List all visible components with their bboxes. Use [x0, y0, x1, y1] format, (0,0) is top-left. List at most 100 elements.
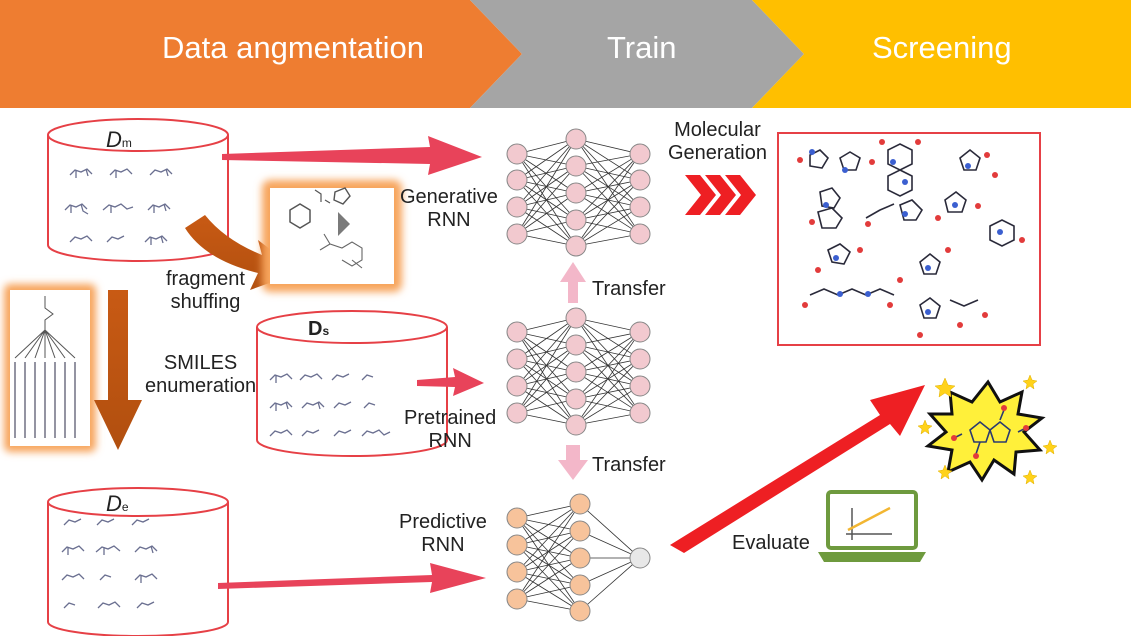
network-edge: [575, 219, 641, 235]
network-node: [629, 196, 651, 218]
fragment-image: [262, 180, 402, 292]
network-edge: [575, 233, 641, 247]
network-node: [629, 223, 651, 245]
network-edge: [575, 153, 641, 247]
generative-rnn-network: [506, 128, 651, 257]
transfer-label-bottom: Transfer: [592, 454, 666, 476]
network-edge: [516, 206, 577, 247]
transfer-arrow-up: [560, 262, 586, 303]
pretrained-rnn-label: Pretrained RNN: [404, 407, 496, 453]
network-node: [506, 169, 528, 191]
network-edge: [575, 331, 641, 426]
network-node: [506, 561, 528, 583]
network-node: [569, 520, 591, 542]
molecular-generation-line2: Generation: [668, 142, 767, 164]
banner-title-screening: Screening: [872, 30, 1012, 65]
fragment-shuffling-label: fragment shuffing: [166, 268, 245, 314]
neural-networks: [506, 128, 651, 622]
network-node: [565, 334, 587, 356]
network-edge: [516, 317, 577, 387]
network-edge: [575, 138, 641, 181]
cylinder-dm: [47, 118, 229, 262]
network-node: [629, 321, 651, 343]
pretrained-rnn-line2: RNN: [428, 430, 472, 452]
network-node: [569, 547, 591, 569]
network-node: [629, 143, 651, 165]
network-node: [629, 402, 651, 424]
network-node: [565, 209, 587, 231]
network-edge: [579, 557, 641, 586]
network-edge: [516, 192, 577, 235]
network-edge: [516, 530, 581, 600]
molecular-generation-label: Molecular Generation: [668, 119, 767, 165]
molecular-generation-chevrons: [685, 175, 756, 215]
network-node: [506, 375, 528, 397]
ds-symbol: D: [308, 318, 323, 340]
dataset-label-de: De: [106, 491, 129, 517]
evaluate-laptop-icon: [818, 490, 926, 562]
dm-symbol: D: [106, 127, 122, 152]
network-edge: [516, 584, 581, 600]
fragment-shuffling-line2: shuffing: [170, 291, 241, 313]
network-edge: [579, 557, 641, 612]
banner-title-train: Train: [607, 30, 677, 65]
network-node: [506, 402, 528, 424]
generated-molecules-box: [777, 132, 1041, 346]
smiles-enumeration-label: SMILES enumeration: [145, 352, 256, 398]
network-edge: [575, 398, 641, 414]
fragment-shuffling-line1: fragment: [166, 268, 245, 290]
network-edge: [516, 179, 577, 247]
smiles-enumeration-line1: SMILES: [163, 352, 238, 374]
pretrained-rnn-line1: Pretrained: [404, 407, 497, 429]
smiles-enumeration-image: [4, 284, 96, 452]
screening-hit-explosion: [917, 374, 1058, 485]
network-node: [506, 507, 528, 529]
network-edge: [575, 358, 641, 426]
network-node: [506, 321, 528, 343]
banner-screening-tip: [1085, 0, 1131, 108]
de-symbol: D: [106, 491, 122, 516]
network-node: [565, 128, 587, 150]
network-edge: [575, 412, 641, 426]
network-edge: [575, 331, 641, 373]
network-node: [565, 361, 587, 383]
network-node: [629, 547, 651, 569]
network-node: [506, 534, 528, 556]
smiles-enumeration-line2: enumeration: [145, 375, 257, 397]
network-edge: [516, 344, 577, 414]
network-edge: [575, 179, 641, 247]
network-edge: [575, 317, 641, 333]
network-node: [506, 196, 528, 218]
network-node: [569, 493, 591, 515]
generative-rnn-line1: Generative: [400, 186, 498, 208]
network-edge: [516, 571, 581, 612]
transfer-label-top: Transfer: [592, 278, 666, 300]
dm-subscript: m: [121, 136, 132, 150]
network-node: [565, 182, 587, 204]
predictive-rnn-line1: Predictive: [399, 511, 487, 533]
network-node: [629, 348, 651, 370]
network-node: [629, 169, 651, 191]
network-node: [569, 574, 591, 596]
network-node: [565, 155, 587, 177]
cylinder-de: [47, 487, 229, 636]
network-edge: [575, 385, 641, 426]
network-node: [506, 223, 528, 245]
network-edge: [516, 598, 581, 612]
banner-screening: [752, 0, 1131, 108]
network-edge: [575, 138, 641, 155]
predictive-rnn-label: Predictive RNN: [399, 511, 487, 557]
network-edge: [516, 503, 581, 573]
network-edge: [575, 206, 641, 247]
evaluate-label: Evaluate: [732, 532, 810, 554]
network-edge: [516, 503, 581, 546]
dataset-label-ds: Ds: [308, 318, 329, 341]
network-node: [565, 388, 587, 410]
banner-data-augmentation: [0, 0, 522, 108]
network-node: [565, 307, 587, 329]
network-edge: [575, 153, 641, 194]
arrow-de-to-predictive: [218, 563, 486, 593]
generative-rnn-line2: RNN: [427, 209, 471, 231]
